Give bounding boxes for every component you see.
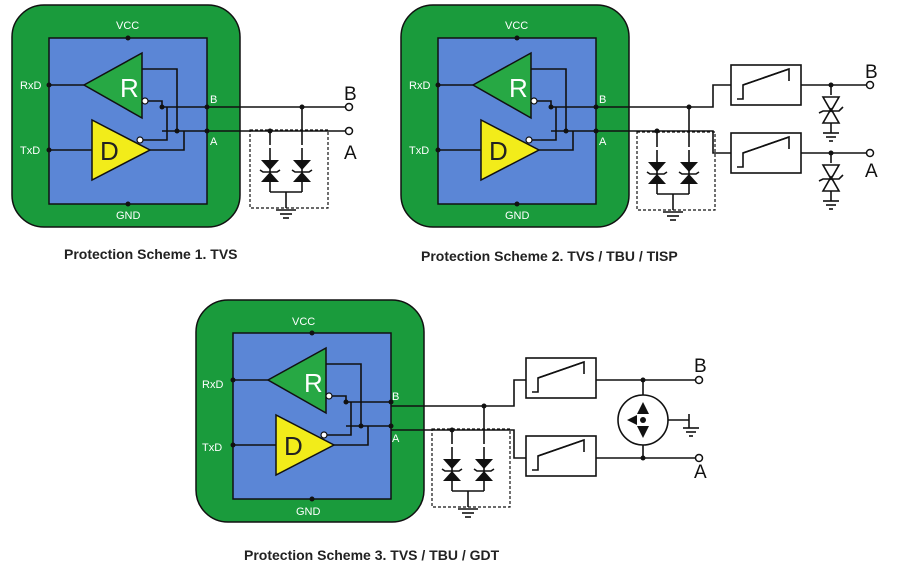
receiver-label: R: [120, 73, 139, 103]
rxd-label: RxD: [20, 80, 41, 92]
tbu-a: [525, 435, 597, 477]
tisp-a: [818, 152, 844, 210]
terminal-a: [694, 453, 704, 463]
terminal-b: [344, 102, 354, 112]
driver-label: D: [284, 431, 303, 461]
txd-label: TxD: [409, 145, 429, 157]
terminal-b-label: B: [865, 62, 878, 83]
pin-b-label: B: [210, 94, 217, 106]
receiver-label: R: [304, 368, 323, 398]
rxd-label: RxD: [202, 379, 223, 391]
pin-a-label: A: [392, 433, 400, 445]
receiver-label: R: [509, 73, 528, 103]
rxd-label: RxD: [409, 80, 430, 92]
terminal-a-label: A: [694, 462, 707, 483]
scheme-caption: Protection Scheme 2. TVS / TBU / TISP: [421, 248, 678, 264]
gdt: [617, 379, 700, 461]
pin-b-label: B: [599, 94, 606, 106]
vcc-label: VCC: [505, 20, 528, 32]
gnd-label: GND: [296, 506, 321, 518]
scheme-2: VCC GND RxD TxD R D B A B A Protection S…: [400, 4, 878, 264]
scheme-caption: Protection Scheme 1. TVS: [64, 246, 238, 262]
vcc-label: VCC: [116, 20, 139, 32]
tvs-diodes: [636, 131, 716, 221]
terminal-b-label: B: [694, 356, 707, 377]
terminal-a-label: A: [865, 161, 878, 182]
driver-label: D: [489, 136, 508, 166]
pin-a-label: A: [210, 136, 218, 148]
driver-label: D: [100, 136, 119, 166]
tisp-b: [818, 84, 844, 142]
transceiver-chip: [11, 4, 241, 228]
gnd-label: GND: [505, 210, 530, 222]
pin-a-label: A: [599, 136, 607, 148]
terminal-a-label: A: [344, 143, 357, 164]
tbu-a: [730, 132, 802, 174]
scheme-1: VCC GND RxD TxD R D B A B A Protection S…: [11, 4, 357, 262]
transceiver-chip: [195, 299, 425, 523]
tbu-b: [525, 357, 597, 399]
scheme-3: VCC GND RxD TxD R D B A B A Protection S…: [195, 299, 707, 563]
terminal-a: [865, 148, 875, 158]
terminal-b: [694, 375, 704, 385]
pin-b-label: B: [392, 391, 399, 403]
terminal-b-label: B: [344, 84, 357, 105]
txd-label: TxD: [202, 442, 222, 454]
terminal-a: [344, 126, 354, 136]
gnd-label: GND: [116, 210, 141, 222]
tvs-diodes: [249, 129, 329, 219]
vcc-label: VCC: [292, 316, 315, 328]
terminal-b: [865, 80, 875, 90]
tbu-b: [730, 64, 802, 106]
transceiver-chip: [400, 4, 630, 228]
scheme-caption: Protection Scheme 3. TVS / TBU / GDT: [244, 547, 500, 563]
tvs-diodes: [431, 428, 511, 518]
txd-label: TxD: [20, 145, 40, 157]
